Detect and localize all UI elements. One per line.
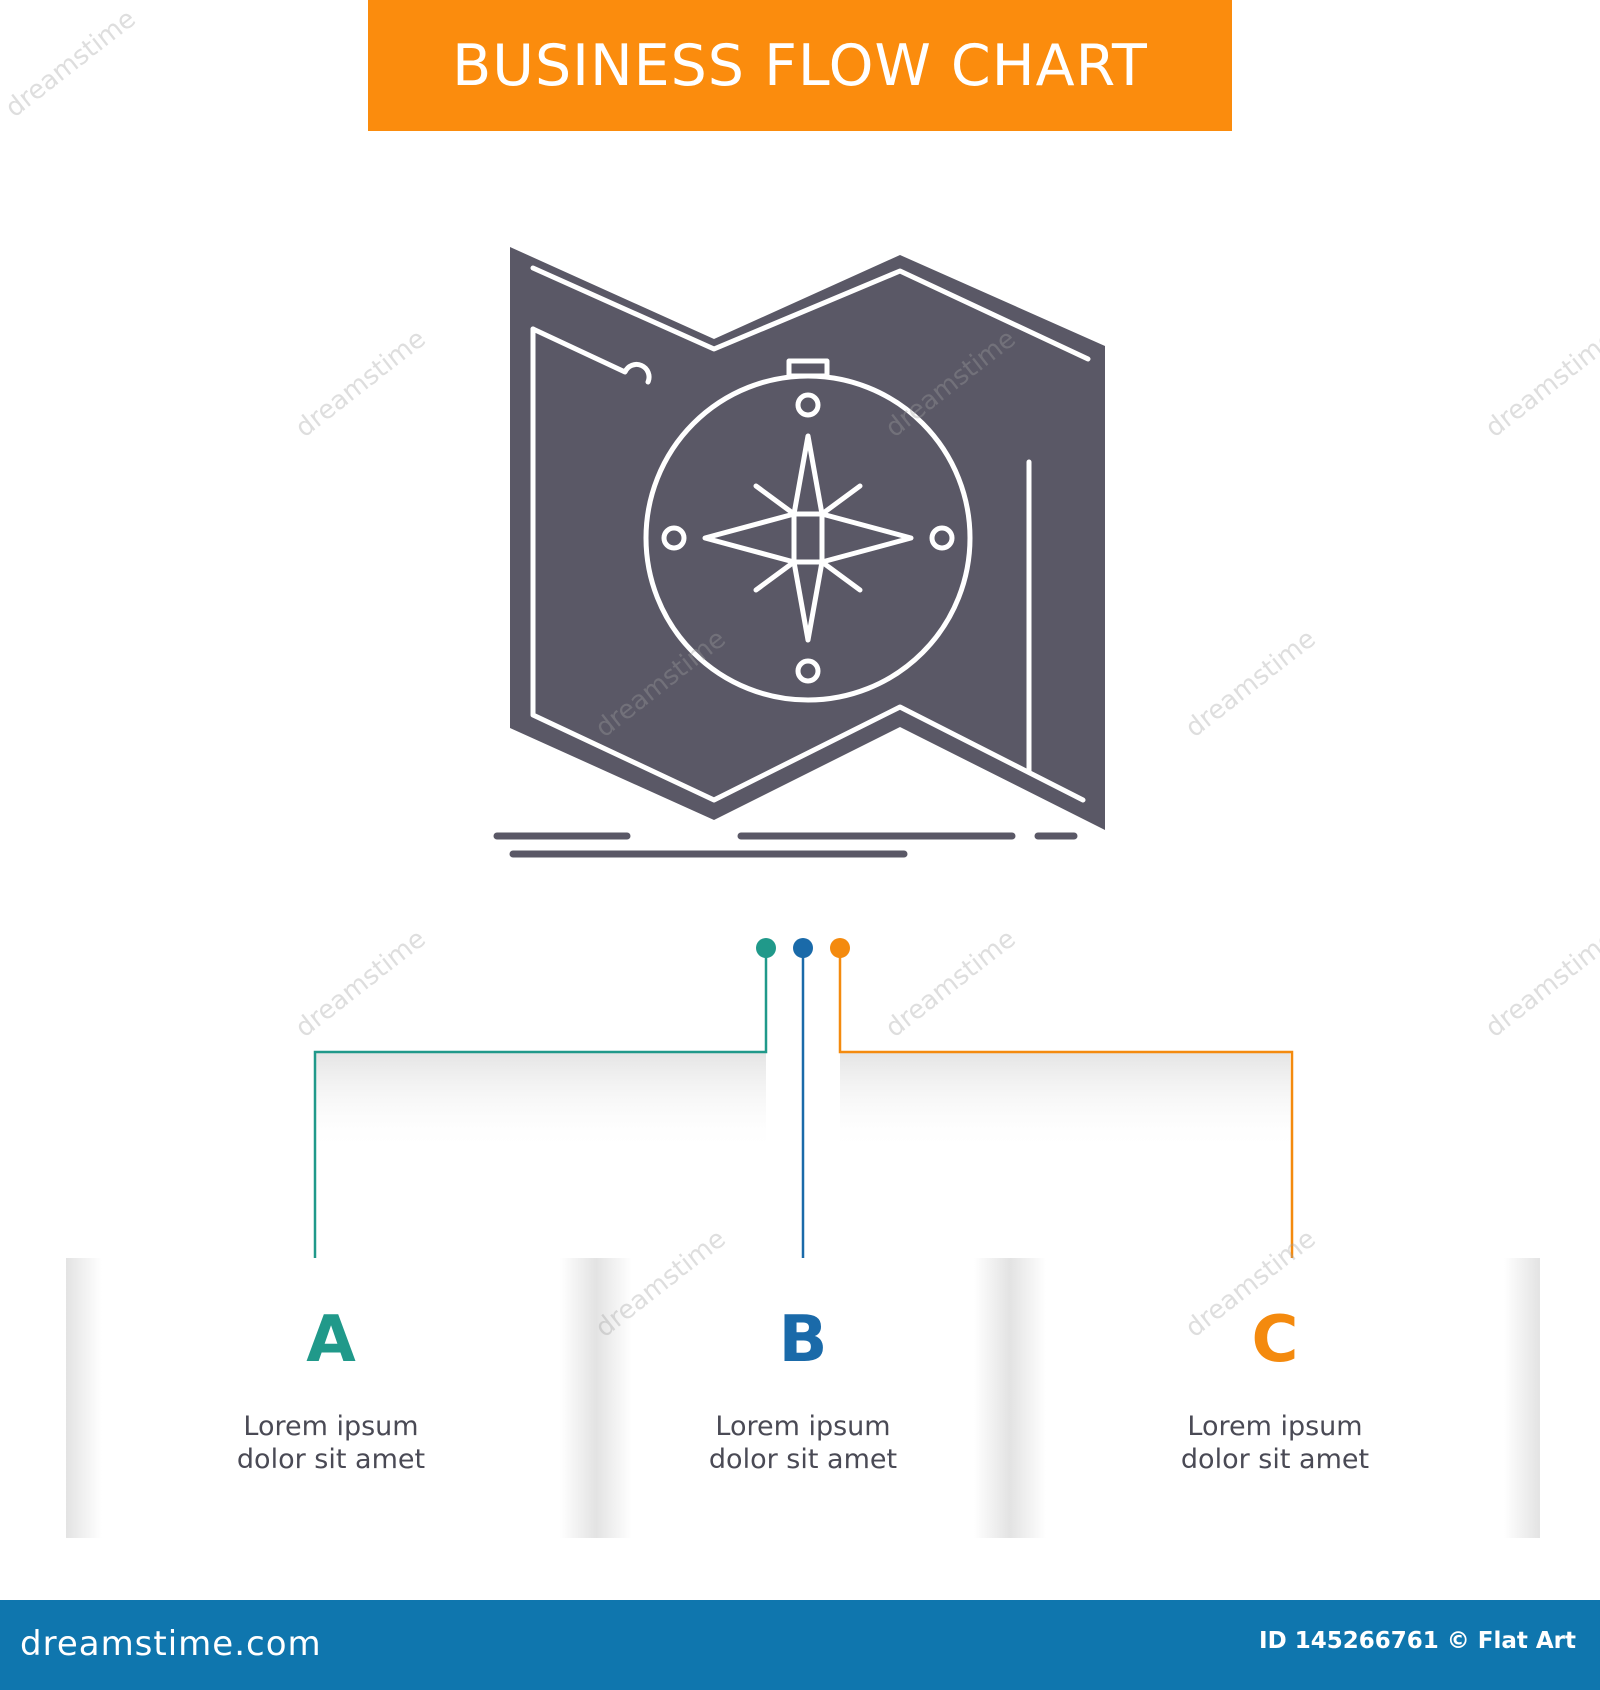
- footer-image-id: ID 145266761 © Flat Art: [1259, 1628, 1576, 1654]
- step-letter-b: B: [778, 1303, 828, 1377]
- step-text-c: Lorem ipsum dolor sit amet: [1010, 1410, 1540, 1476]
- ground-lines: [493, 832, 1078, 858]
- step-text-a: Lorem ipsum dolor sit amet: [66, 1410, 596, 1476]
- step-text-b: Lorem ipsum dolor sit amet: [596, 1410, 1010, 1476]
- step-card-b: B Lorem ipsum dolor sit amet: [596, 1258, 1010, 1538]
- footer-bar: dreamstime.com ID 145266761 © Flat Art: [0, 1600, 1600, 1690]
- step-text-c-line1: Lorem ipsum: [1187, 1411, 1363, 1442]
- map-compass-icon: [510, 247, 1105, 830]
- connector-c: [830, 938, 1294, 1273]
- step-text-c-line2: dolor sit amet: [1180, 1444, 1370, 1475]
- step-text-b-line2: dolor sit amet: [708, 1444, 898, 1475]
- connector-a: [313, 938, 776, 1273]
- step-card-c: C Lorem ipsum dolor sit amet: [1010, 1258, 1540, 1538]
- connector-b: [793, 938, 813, 1258]
- diagram-title: BUSINESS FLOW CHART: [452, 32, 1148, 99]
- step-letter-a: A: [306, 1303, 356, 1377]
- step-text-a-line1: Lorem ipsum: [243, 1411, 419, 1442]
- step-card-a: A Lorem ipsum dolor sit amet: [66, 1258, 596, 1538]
- step-text-b-line1: Lorem ipsum: [715, 1411, 891, 1442]
- footer-site: dreamstime.com: [20, 1624, 322, 1664]
- step-text-a-line2: dolor sit amet: [236, 1444, 426, 1475]
- step-letter-c: C: [1251, 1303, 1299, 1377]
- title-banner: BUSINESS FLOW CHART: [368, 0, 1232, 131]
- connector-shade-left: [315, 1052, 766, 1152]
- connector-shade-right: [840, 1052, 1290, 1152]
- flowchart-canvas: [313, 247, 1294, 1273]
